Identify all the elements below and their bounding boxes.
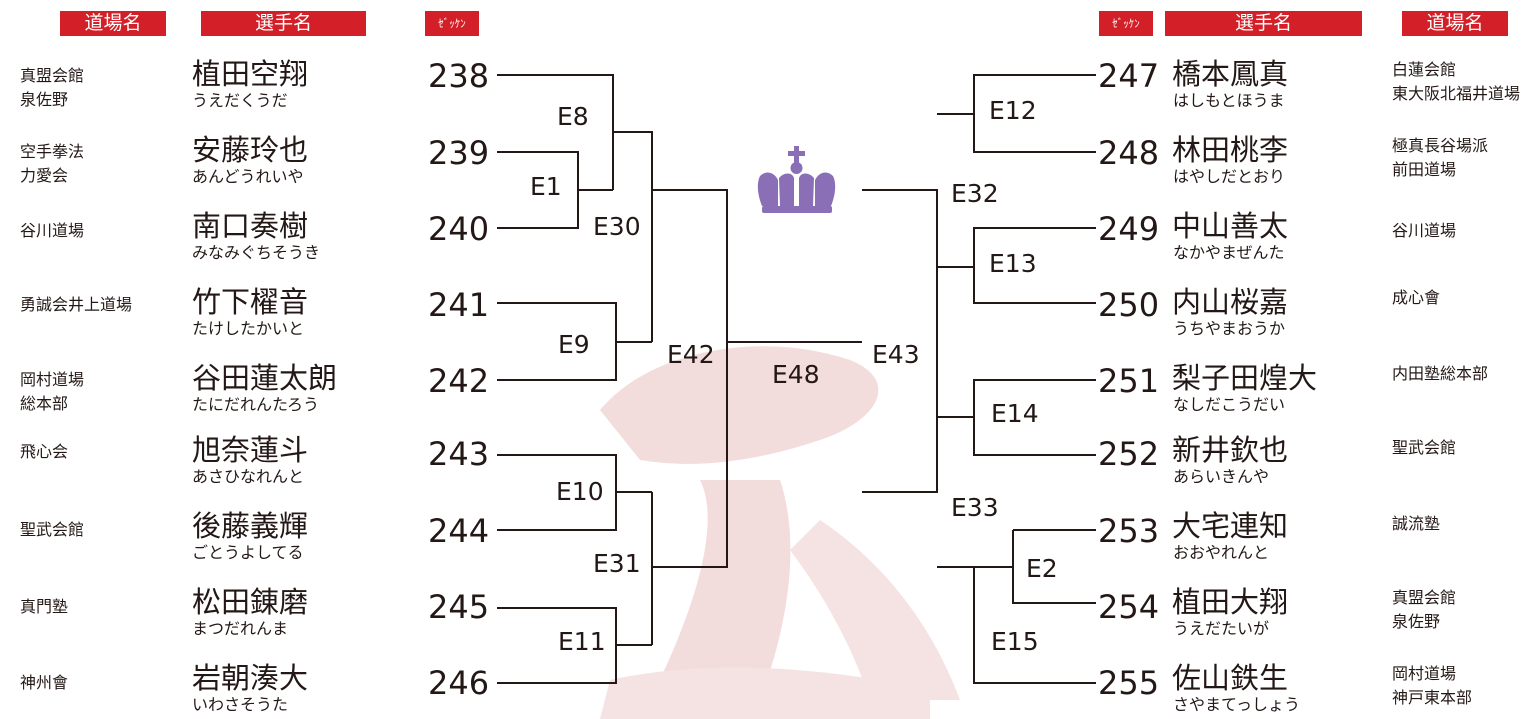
match-label-e14: E14: [991, 400, 1039, 428]
match-label-e48: E48: [772, 361, 820, 389]
match-label-e32: E32: [951, 180, 999, 208]
match-label-e30: E30: [593, 213, 641, 241]
match-label-e31: E31: [593, 550, 641, 578]
crown-icon: [752, 140, 842, 220]
match-label-e2: E2: [1026, 555, 1058, 583]
match-label-e12: E12: [989, 97, 1037, 125]
match-label-e13: E13: [989, 250, 1037, 278]
match-label-e42: E42: [667, 341, 715, 369]
match-label-e10: E10: [556, 478, 604, 506]
match-label-e1: E1: [530, 173, 562, 201]
match-label-e43: E43: [872, 341, 920, 369]
match-label-e33: E33: [951, 494, 999, 522]
match-label-e8: E8: [557, 103, 589, 131]
match-label-e9: E9: [558, 331, 590, 359]
match-label-e11: E11: [558, 628, 606, 656]
match-label-e15: E15: [991, 628, 1039, 656]
